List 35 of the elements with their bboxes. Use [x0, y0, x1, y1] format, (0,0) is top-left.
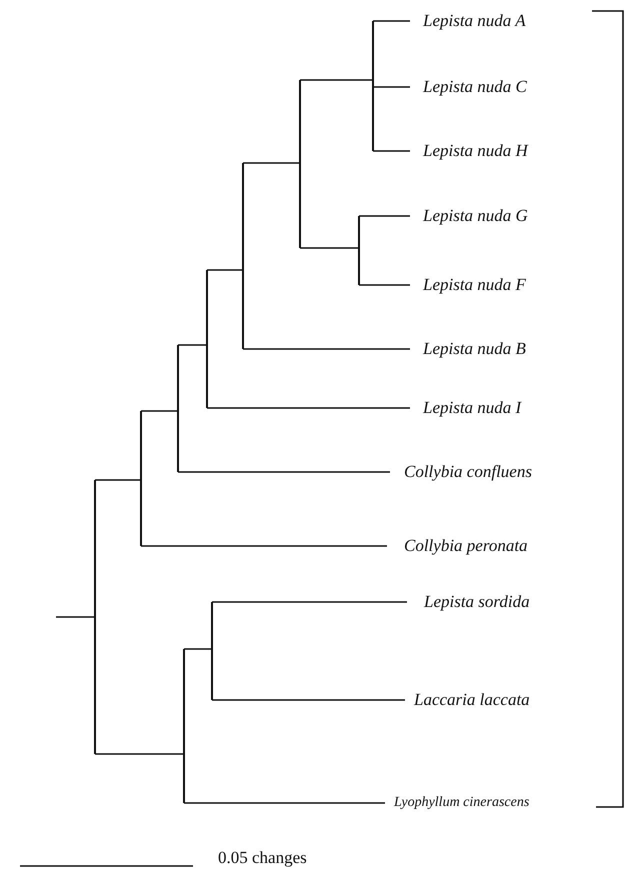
branch-line: [243, 348, 410, 350]
branch-line: [184, 648, 212, 650]
taxon-label: Lepista nuda H: [423, 141, 528, 161]
taxon-label: Lepista sordida: [424, 592, 530, 612]
branch-line: [300, 79, 373, 81]
branch-line: [56, 616, 95, 618]
branch-line: [359, 215, 410, 217]
taxon-label: Lepista nuda I: [423, 398, 522, 418]
branch-line: [178, 344, 207, 346]
taxon-label: Lepista nuda B: [423, 339, 526, 359]
taxon-label: Lepista nuda C: [423, 77, 527, 97]
branch-line: [212, 699, 405, 701]
taxon-label: Collybia peronata: [404, 536, 528, 556]
taxon-label: Lepista nuda G: [423, 206, 528, 226]
branch-line: [373, 150, 410, 152]
taxon-label: Collybia confluens: [404, 462, 532, 482]
branch-line: [207, 269, 243, 271]
branch-line: [373, 20, 410, 22]
taxon-label: Laccaria laccata: [414, 690, 530, 710]
branch-line: [212, 601, 407, 603]
scale-label: 0.05 changes: [218, 848, 307, 868]
branch-line: [359, 284, 410, 286]
branch-line: [95, 479, 141, 481]
taxon-label: Lyophyllum cinerascens: [394, 794, 530, 812]
taxon-label: Lepista nuda F: [423, 275, 526, 295]
branch-line: [184, 802, 385, 804]
branch-line: [141, 410, 178, 412]
taxon-label: Lepista nuda A: [423, 11, 526, 31]
branch-line: [373, 86, 410, 88]
branch-line: [207, 407, 410, 409]
branch-line: [178, 471, 390, 473]
branch-line: [243, 162, 300, 164]
branch-line: [141, 545, 387, 547]
branch-line: [95, 753, 184, 755]
branch-line: [300, 247, 359, 249]
